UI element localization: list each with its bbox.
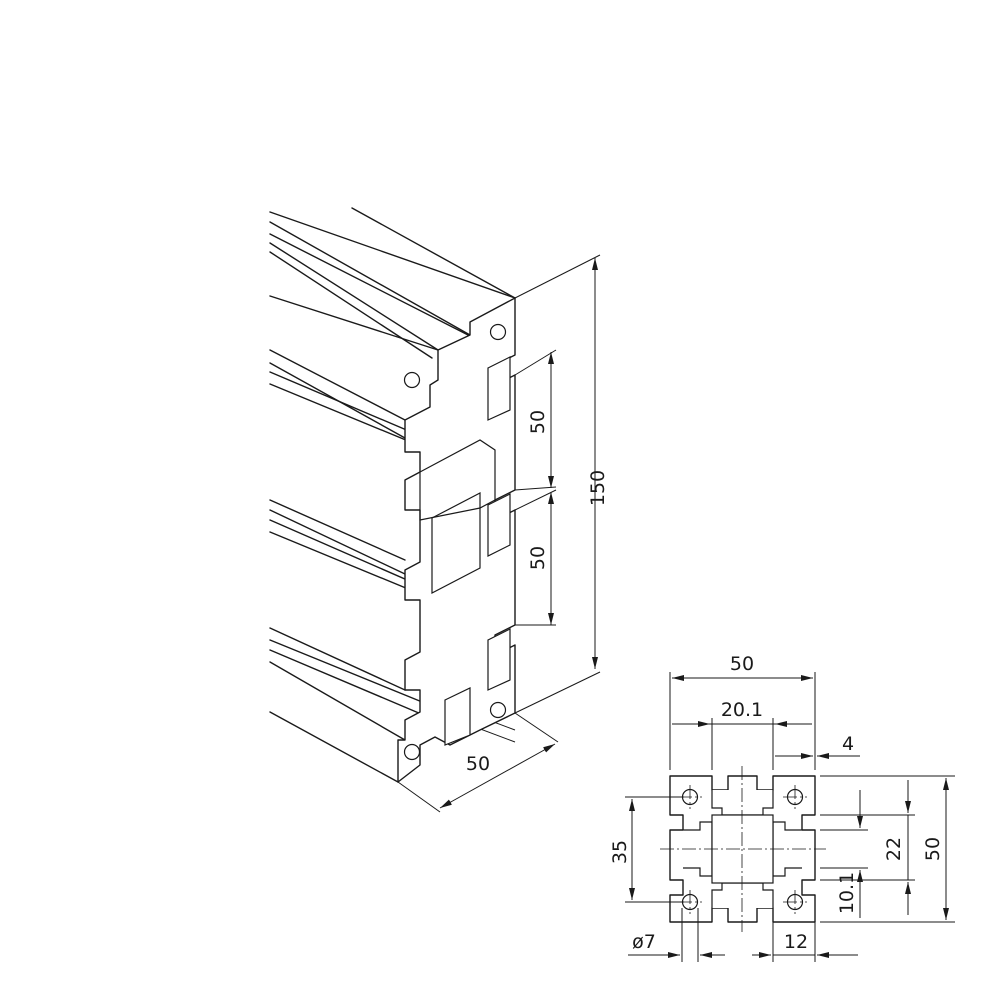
bore-hole-top-right: [489, 323, 507, 341]
iso-dimension-50-lower: 50: [514, 489, 557, 626]
section-dim-edge-offset: 12: [752, 922, 858, 962]
dim-label-slot-width: 20.1: [721, 699, 763, 721]
dim-label-edge-offset: 12: [784, 931, 808, 953]
dim-label-height: 50: [922, 837, 944, 861]
bore-hole-bottom-left: [403, 743, 421, 761]
iso-dimension-50-upper: 50: [514, 349, 557, 491]
iso-dimension-150: 150: [514, 254, 609, 714]
section-dim-hole-diameter: ø7: [628, 908, 725, 962]
dim-label-slot-depth: 22: [883, 837, 905, 861]
dim-label-width: 50: [730, 653, 754, 675]
section-dim-height: 50: [820, 775, 955, 923]
bore-hole-top-left: [403, 371, 421, 389]
cross-section: 50 20.1 4 50: [609, 653, 955, 962]
isometric-profile: 150 50 50 50: [269, 207, 609, 813]
section-dim-slot-depth: 22: [820, 780, 915, 915]
iso-dimension-50-depth: 50: [397, 712, 559, 813]
dim-label-hole-diameter: ø7: [632, 931, 656, 953]
section-dim-slot-width: 20.1: [672, 699, 812, 770]
section-dim-core-offset: 10.1: [820, 790, 868, 918]
bore-hole-bottom-right: [489, 701, 507, 719]
section-dim-hole-spacing: 35: [609, 796, 684, 903]
dim-label-50-lower: 50: [527, 546, 549, 570]
dim-label-150: 150: [587, 470, 609, 506]
section-dim-width: 50: [669, 653, 816, 770]
dim-label-50-upper: 50: [527, 410, 549, 434]
dim-label-core-offset: 10.1: [836, 872, 858, 914]
dim-label-hole-spacing: 35: [609, 840, 631, 864]
profile-front-face: [397, 297, 516, 783]
dim-label-wall: 4: [842, 733, 854, 755]
section-dim-wall: 4: [772, 733, 860, 770]
dim-label-50-depth: 50: [466, 753, 490, 775]
